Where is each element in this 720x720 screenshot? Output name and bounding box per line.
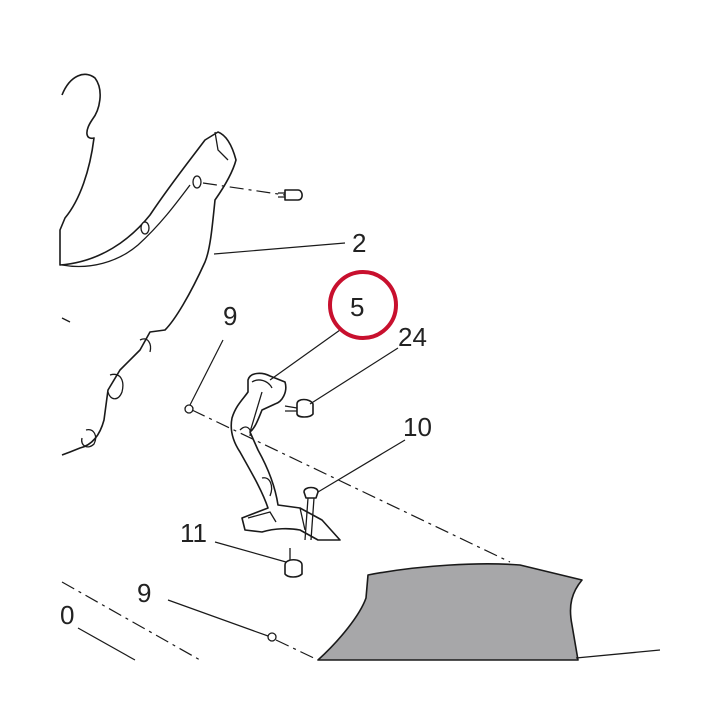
highlight-circle bbox=[328, 270, 398, 340]
callout-9-lower: 9 bbox=[137, 578, 151, 608]
leader-0 bbox=[77, 627, 136, 661]
washer-9-lower bbox=[267, 632, 277, 642]
callout-2: 2 bbox=[352, 228, 366, 258]
assembly-line-lower bbox=[275, 639, 319, 661]
screw-part-24 bbox=[284, 398, 314, 418]
bracket-part-5 bbox=[230, 372, 341, 541]
fairing-panel-part-2 bbox=[59, 73, 237, 456]
washer-9-upper bbox=[184, 404, 194, 414]
assembly-line-main bbox=[191, 409, 511, 563]
callout-24: 24 bbox=[398, 322, 427, 352]
screw-part-10 bbox=[303, 486, 319, 541]
leader-2 bbox=[213, 242, 346, 255]
callout-5: 5 bbox=[350, 292, 364, 322]
callout-10: 10 bbox=[403, 412, 432, 442]
assembly-line-lower-left bbox=[61, 581, 201, 661]
leader-9-upper bbox=[189, 339, 224, 406]
nut-part-11 bbox=[284, 548, 303, 578]
lower-fairing-shaded bbox=[317, 563, 661, 661]
leader-10 bbox=[317, 439, 406, 493]
leader-9-lower bbox=[167, 599, 269, 637]
screw-top bbox=[202, 182, 303, 201]
mounting-hole bbox=[192, 175, 202, 189]
callout-11: 11 bbox=[180, 518, 207, 548]
leader-5 bbox=[269, 329, 341, 381]
leader-24 bbox=[309, 347, 399, 405]
mounting-hole bbox=[140, 221, 150, 235]
leader-11 bbox=[214, 541, 287, 563]
callout-9-upper: 9 bbox=[223, 301, 237, 331]
callout-0: 0 bbox=[60, 600, 74, 630]
